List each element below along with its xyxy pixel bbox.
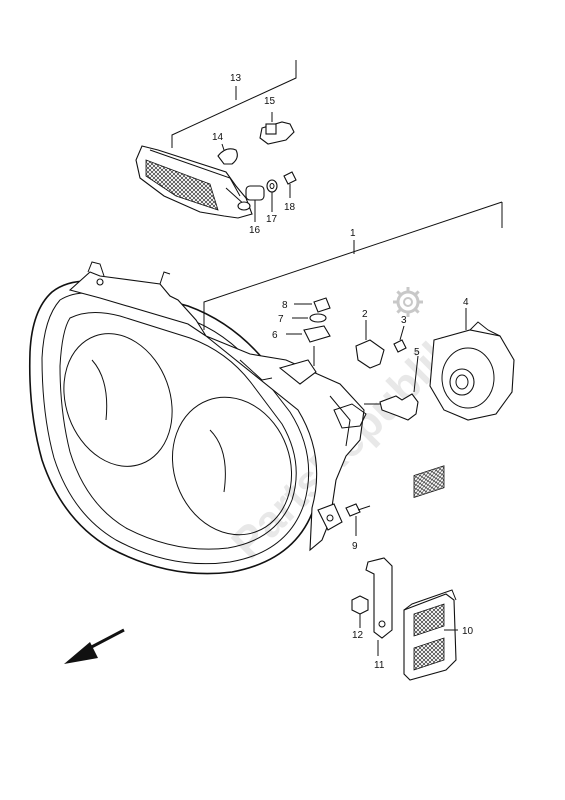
callout-18: 18 <box>284 202 296 213</box>
washer-17 <box>266 179 278 193</box>
bulb-hardware <box>355 308 515 421</box>
headlamp-top-housing <box>68 271 207 337</box>
gear-icon <box>393 287 423 317</box>
bulb-14 <box>217 148 238 165</box>
front-direction-arrow-icon <box>64 628 125 664</box>
callout-13: 13 <box>230 73 242 84</box>
callout-10: 10 <box>462 626 474 637</box>
nut-8 <box>313 297 331 313</box>
reflector-left <box>63 333 173 467</box>
grommet-16 <box>245 185 265 201</box>
screw-3 <box>393 339 407 353</box>
callout-1: 1 <box>350 228 356 239</box>
screw-9 <box>345 503 361 517</box>
callout-8: 8 <box>282 300 288 311</box>
turn-signal-lens <box>145 159 219 211</box>
callout-7: 7 <box>278 314 284 325</box>
reflector-assembly <box>351 465 458 681</box>
callout-6: 6 <box>272 330 278 341</box>
callout-3: 3 <box>401 315 407 326</box>
turn-signal-assembly <box>135 60 297 222</box>
washer-7 <box>309 313 327 323</box>
headlamp-unit <box>28 261 367 575</box>
leader-1 <box>203 201 503 330</box>
screw-18 <box>283 171 297 185</box>
callout-17: 17 <box>266 214 278 225</box>
nut-12 <box>351 595 369 615</box>
bulb-5 <box>379 393 419 421</box>
bracket-11 <box>365 557 393 639</box>
callout-2: 2 <box>362 309 368 320</box>
mount-tab <box>317 503 343 531</box>
callout-5: 5 <box>414 347 420 358</box>
reflector-right <box>171 396 293 536</box>
headlamp-rim <box>28 280 321 575</box>
callout-4: 4 <box>463 297 469 308</box>
headlamp-lens <box>59 312 297 550</box>
socket-15 <box>259 121 295 145</box>
reflector-10 <box>403 593 457 681</box>
leader-13 <box>171 60 297 148</box>
screw-9-group <box>345 503 371 536</box>
adjuster-mount <box>278 359 317 385</box>
callout-14: 14 <box>212 132 224 143</box>
callout-16: 16 <box>249 225 261 236</box>
headlamp-back-shell <box>205 335 365 552</box>
callout-15: 15 <box>264 96 276 107</box>
callout-12: 12 <box>352 630 364 641</box>
cushion-6 <box>303 325 331 343</box>
callout-11: 11 <box>374 660 385 671</box>
bulb-holder-2 <box>355 339 385 369</box>
callout-9: 9 <box>352 541 358 552</box>
callouts: 1 2 3 4 5 6 7 8 9 10 11 12 13 14 15 16 1… <box>212 73 474 671</box>
adjuster-hardware <box>286 297 331 366</box>
